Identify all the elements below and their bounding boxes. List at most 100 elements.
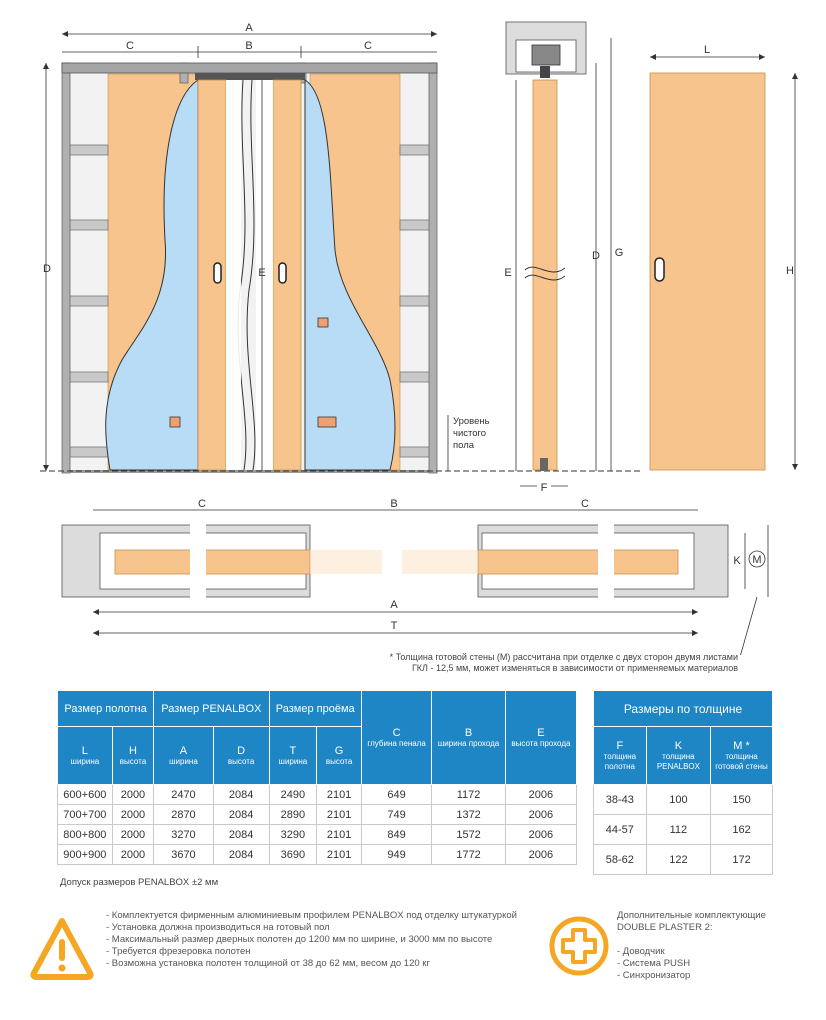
side-dim-E-label: E bbox=[504, 267, 511, 279]
dim-B-label: B bbox=[245, 40, 252, 52]
table-cell: 100 bbox=[645, 784, 712, 815]
note-item: - Требуется фрезеровка полотен bbox=[106, 946, 251, 957]
extras-item: - Доводчик bbox=[617, 946, 665, 957]
table-cell: 1572 bbox=[431, 824, 506, 845]
table-cell: 2084 bbox=[212, 804, 270, 825]
plan-dim-C-left: C bbox=[198, 498, 206, 510]
table-cell: 2006 bbox=[504, 784, 578, 805]
note-item: - Возможна установка полотен толщиной от… bbox=[106, 958, 430, 969]
table-cell: 2490 bbox=[268, 784, 318, 805]
table-cell: 3690 bbox=[268, 844, 318, 865]
table-cell: 1772 bbox=[431, 844, 506, 865]
right-door-leaf bbox=[272, 79, 302, 471]
table-cell: 172 bbox=[710, 844, 773, 875]
extras-block: Дополнительные комплектующие DOUBLE PLAS… bbox=[617, 910, 766, 982]
floor-label-2: чистого bbox=[453, 428, 486, 439]
plan-right-door bbox=[477, 549, 679, 575]
floor-label-3: пола bbox=[453, 440, 475, 451]
dimensions-table: Размер полотна Размер PENALBOX Размер пр… bbox=[56, 690, 578, 865]
table-cell: 150 bbox=[710, 784, 773, 815]
single-door-handle bbox=[654, 257, 665, 282]
dim-H-label: H bbox=[786, 265, 794, 277]
footnote: * Толщина готовой стены (М) рассчитана п… bbox=[330, 652, 738, 674]
plan-view-drawing: C B C A T K M bbox=[61, 498, 769, 655]
table-cell: 600+600 bbox=[57, 784, 113, 805]
plan-dim-A: A bbox=[390, 599, 398, 611]
plan-dim-K: K bbox=[733, 555, 741, 567]
table-cell: 2000 bbox=[111, 844, 155, 865]
th-door-size: Размер полотна bbox=[56, 690, 155, 727]
table-cell: 162 bbox=[710, 814, 773, 845]
dim-E-label: E bbox=[258, 267, 265, 279]
table-cell: 2000 bbox=[111, 824, 155, 845]
table-cell: 949 bbox=[360, 844, 433, 865]
dim-A-label: A bbox=[245, 22, 253, 34]
table-cell: 2000 bbox=[111, 804, 155, 825]
dim-L-label: L bbox=[704, 44, 710, 56]
plus-icon bbox=[549, 916, 609, 976]
table-cell: 2084 bbox=[212, 824, 270, 845]
table-cell: 58-62 bbox=[593, 844, 647, 875]
side-door-section bbox=[532, 79, 558, 471]
table-cell: 2006 bbox=[504, 804, 578, 825]
table-cell: 2470 bbox=[153, 784, 214, 805]
side-dim-D-label: D bbox=[592, 250, 600, 262]
table-cell: 2000 bbox=[111, 784, 155, 805]
table-cell: 3270 bbox=[153, 824, 214, 845]
extras-title-1: Дополнительные комплектующие bbox=[617, 910, 766, 921]
note-item: - Максимальный размер дверных полотен до… bbox=[106, 934, 493, 945]
th-opening-size: Размер проёма bbox=[268, 690, 362, 727]
frame-crossbars bbox=[66, 144, 433, 458]
table-cell: 1172 bbox=[431, 784, 506, 805]
table-cell: 2084 bbox=[212, 784, 270, 805]
table-cell: 122 bbox=[645, 844, 712, 875]
plan-left-door bbox=[114, 549, 311, 575]
table-cell: 2890 bbox=[268, 804, 318, 825]
table-cell: 2006 bbox=[504, 824, 578, 845]
single-door-view bbox=[649, 72, 766, 471]
table-cell: 2101 bbox=[316, 784, 362, 805]
side-dim-F-label: F bbox=[541, 482, 548, 494]
note-item: - Комплектуется фирменным алюминиевым пр… bbox=[106, 910, 517, 921]
plan-dim-B: B bbox=[390, 498, 397, 510]
extras-item: - Система PUSH bbox=[617, 958, 691, 969]
th-thickness-title: Размеры по толщине bbox=[593, 690, 773, 727]
table-cell: 800+800 bbox=[57, 824, 113, 845]
side-dim-G-label: G bbox=[615, 247, 624, 259]
installation-notes: - Комплектуется фирменным алюминиевым пр… bbox=[106, 910, 517, 970]
footnote-line-2: ГКЛ - 12,5 мм, может изменяться в зависи… bbox=[411, 663, 738, 673]
table-cell: 2870 bbox=[153, 804, 214, 825]
dim-D-label: D bbox=[43, 263, 51, 275]
table-cell: 700+700 bbox=[57, 804, 113, 825]
top-rail bbox=[61, 62, 438, 74]
left-door-handle bbox=[213, 262, 222, 284]
front-elevation-drawing: A C B C D E Уровень чистого пола E D G F… bbox=[40, 21, 798, 494]
wall-cutaway-left bbox=[105, 79, 199, 471]
table-cell: 900+900 bbox=[57, 844, 113, 865]
th-M: M *толщина готовой стены bbox=[710, 726, 773, 785]
warning-icon bbox=[30, 918, 94, 980]
table-cell: 2101 bbox=[316, 824, 362, 845]
table-cell: 3290 bbox=[268, 824, 318, 845]
floor-label-1: Уровень bbox=[453, 416, 490, 427]
left-door-leaf bbox=[197, 79, 227, 471]
plan-dim-C-right: C bbox=[581, 498, 589, 510]
table-cell: 849 bbox=[360, 824, 433, 845]
dim-C-left-label: C bbox=[126, 40, 134, 52]
note-item: - Установка должна производиться на гото… bbox=[106, 922, 330, 933]
